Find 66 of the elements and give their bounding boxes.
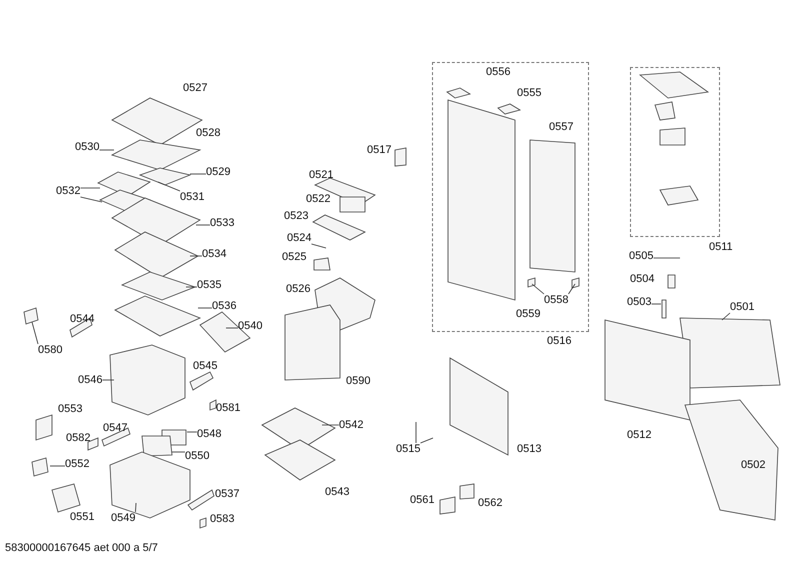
- callout-number: 0527: [183, 82, 208, 94]
- callout-number: 0551: [70, 511, 94, 523]
- callout-number: 0512: [627, 429, 652, 441]
- leader-line: [311, 244, 326, 248]
- callout-number: 0501: [730, 301, 754, 313]
- callout-number: 0590: [346, 375, 370, 387]
- callout-number: 0543: [325, 486, 350, 498]
- callout-number: 0544: [70, 313, 94, 325]
- callout-number: 0583: [210, 513, 234, 525]
- leader-line: [80, 196, 102, 202]
- drawing-number: 58300000167645 aet 000 a 5/7: [5, 542, 158, 554]
- leader-line: [532, 284, 544, 294]
- callout-number: 0555: [517, 87, 542, 99]
- callout-number: 0502: [741, 459, 766, 471]
- callout-number: 0546: [78, 374, 102, 386]
- callout-number: 0582: [66, 432, 90, 444]
- callout-number: 0530: [75, 141, 100, 153]
- callout-number: 0523: [284, 210, 308, 222]
- callout-number: 0516: [547, 335, 572, 347]
- leader-line: [196, 224, 210, 226]
- callout-number: 0580: [38, 344, 62, 356]
- callout-number: 0532: [56, 185, 80, 197]
- callout-number: 0534: [202, 248, 226, 260]
- callout-number: 0562: [478, 497, 502, 509]
- callout-number: 0561: [410, 494, 434, 506]
- callout-number: 0529: [206, 166, 230, 178]
- callout-number: 0504: [630, 273, 654, 285]
- leader-line: [186, 286, 198, 288]
- callout-number: 0549: [111, 512, 136, 524]
- leader-line: [135, 502, 136, 512]
- callout-number: 0545: [193, 360, 218, 372]
- callout-number: 0552: [65, 458, 90, 470]
- leader-line: [32, 322, 38, 344]
- callout-number: 0521: [309, 169, 334, 181]
- callout-number: 0536: [212, 300, 236, 312]
- callout-number: 0533: [210, 217, 234, 229]
- callout-number: 0503: [627, 296, 652, 308]
- callout-number: 0505: [629, 250, 654, 262]
- callout-number: 0531: [180, 191, 204, 203]
- callout-number: 0553: [58, 403, 82, 415]
- leader-line: [420, 438, 434, 444]
- callout-number: 0542: [339, 419, 364, 431]
- callout-number: 0550: [185, 450, 210, 462]
- callout-number: 0535: [197, 279, 222, 291]
- callout-number: 0581: [216, 402, 240, 414]
- callout-number: 0528: [196, 127, 220, 139]
- callout-number: 0524: [287, 232, 312, 244]
- leader-line: [158, 182, 180, 192]
- callout-number: 0556: [486, 66, 510, 78]
- callout-number: 0540: [238, 320, 262, 332]
- callout-number: 0537: [215, 488, 240, 500]
- callout-number: 0557: [549, 121, 574, 133]
- callout-number: 0515: [396, 443, 420, 455]
- callout-number: 0547: [103, 422, 128, 434]
- callout-number: 0558: [544, 294, 568, 306]
- callout-number: 0511: [709, 241, 733, 253]
- leader-line: [568, 284, 576, 294]
- callout-number: 0522: [306, 193, 330, 205]
- callout-number: 0559: [516, 308, 540, 320]
- callout-number: 0517: [367, 144, 392, 156]
- leader-line: [722, 312, 730, 320]
- callout-number: 0513: [517, 443, 542, 455]
- callout-number: 0526: [286, 283, 310, 295]
- callout-number: 0525: [282, 251, 306, 263]
- callout-number: 0548: [197, 428, 222, 440]
- leader-line: [322, 424, 340, 426]
